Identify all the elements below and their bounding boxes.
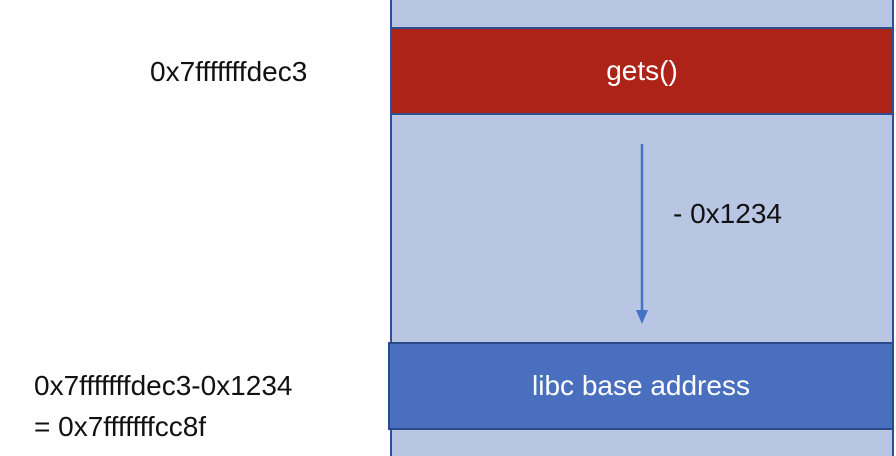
offset-label: - 0x1234 [673, 198, 782, 229]
gets-block: gets() [390, 27, 894, 115]
libc-address-result: = 0x7fffffffcc8f [34, 411, 207, 442]
offset-arrow [636, 144, 648, 324]
libc-address-expression: 0x7fffffffdec3-0x1234 [34, 370, 293, 401]
gets-label: gets() [606, 55, 678, 86]
libc-base-label: libc base address [532, 370, 750, 401]
libc-base-block: libc base address [388, 342, 894, 430]
gets-address-label: 0x7fffffffdec3 [150, 56, 308, 87]
